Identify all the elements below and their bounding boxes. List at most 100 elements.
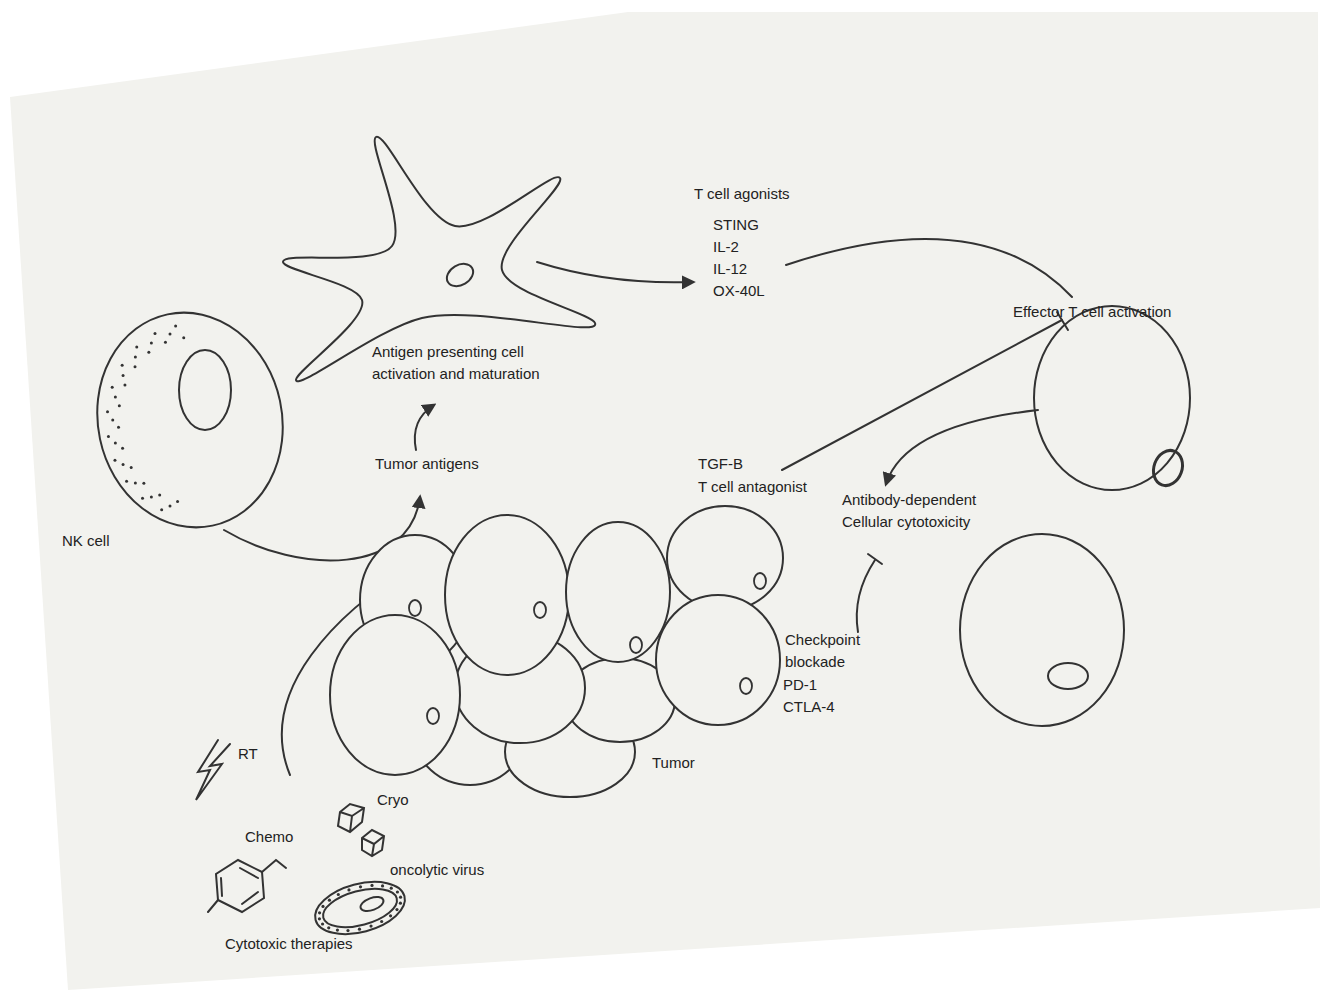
annotation-label: Effector T cell activation — [1013, 301, 1171, 323]
annotation-label: PD-1 — [783, 674, 817, 696]
granule — [107, 435, 110, 438]
virus-dot — [318, 917, 321, 920]
granule — [158, 493, 161, 496]
nk-nucleus — [179, 350, 231, 430]
granule — [135, 345, 138, 348]
annotation-label: Tumor antigens — [375, 453, 479, 475]
chemo-bonds — [208, 860, 286, 912]
granule — [160, 508, 163, 511]
oncolytic-virus — [319, 882, 401, 935]
granule — [114, 395, 117, 398]
granule — [154, 332, 157, 335]
t-cell-nucleus — [1048, 663, 1088, 689]
t-cell-nucleus — [1149, 446, 1188, 489]
ice-cube — [338, 804, 364, 832]
tumor-cell — [330, 615, 460, 775]
node-label: Antigen presenting cell activation and m… — [372, 341, 587, 385]
granule — [134, 356, 137, 359]
granule — [164, 341, 167, 344]
granule — [121, 364, 124, 367]
virus-dot — [370, 884, 373, 887]
annotation-label: STING — [713, 214, 759, 236]
annotation-label: IL-2 — [713, 236, 739, 258]
apc-node: Antigen presenting cell activation and m… — [280, 130, 610, 390]
granule — [117, 426, 120, 429]
inhibit-line — [782, 320, 1062, 470]
nk-cell — [78, 295, 303, 545]
tumor-cell — [566, 522, 670, 662]
tumor-nucleus — [630, 637, 642, 653]
granule — [150, 341, 153, 344]
nk-cell-node: NK cell — [55, 300, 295, 565]
radiation-symbol — [196, 740, 230, 800]
virus-dot — [328, 899, 331, 902]
granule — [182, 336, 185, 339]
granule — [122, 463, 125, 466]
granule — [141, 497, 144, 500]
inhibit-line — [857, 560, 875, 632]
granule — [174, 325, 177, 328]
annotation-label: Antibody-dependent Cellular cytotoxicity — [842, 489, 1014, 533]
virus-dot — [399, 896, 402, 899]
annotation-label: oncolytic virus — [390, 859, 484, 881]
virus-dot — [318, 911, 321, 914]
tumor-nucleus — [534, 602, 546, 618]
arrow — [537, 262, 693, 282]
annotation-label: T cell antagonist — [698, 476, 807, 498]
granule — [130, 466, 133, 469]
t-cell — [1034, 306, 1190, 490]
virus-dot — [337, 893, 340, 896]
virus-dot — [321, 922, 324, 925]
granule — [176, 500, 179, 503]
chemo-bonds — [221, 868, 258, 904]
annotation-label: OX-40L — [713, 280, 765, 302]
granule — [134, 365, 137, 368]
paper-ground — [10, 12, 1320, 990]
annotation-label: T cell agonists — [694, 183, 790, 205]
annotation-label: Chemo — [245, 826, 293, 848]
oncolytic-virus — [309, 873, 410, 943]
chemo-molecule — [216, 860, 264, 912]
granule — [106, 410, 109, 413]
annotation-label: TGF-B — [698, 453, 743, 475]
node-outline — [55, 300, 295, 565]
tumor-cell — [445, 515, 569, 675]
annotation-label: Checkpoint blockade — [785, 629, 875, 673]
arrow — [415, 405, 434, 450]
granule — [123, 384, 126, 387]
virus-dot — [327, 926, 330, 929]
annotation-label: RT — [238, 743, 258, 765]
virus-dot — [380, 920, 383, 923]
virus-dot — [390, 887, 393, 890]
granule — [134, 481, 137, 484]
granule — [150, 496, 153, 499]
granule — [125, 480, 128, 483]
annotation-label: CTLA-4 — [783, 696, 835, 718]
virus-dot — [359, 885, 362, 888]
tumor-nucleus — [754, 573, 766, 589]
annotation-label: Cryo — [377, 789, 409, 811]
tumor-nucleus — [409, 600, 421, 616]
line — [786, 239, 1072, 297]
tumor-nucleus — [740, 678, 752, 694]
granule — [111, 386, 114, 389]
virus-dots — [318, 884, 402, 932]
tumor-cell — [656, 595, 780, 725]
virus-dot — [336, 928, 339, 931]
granule — [168, 505, 171, 508]
inhibit-bar — [868, 554, 882, 564]
virus-dot — [389, 914, 392, 917]
virus-core — [359, 894, 386, 913]
virus-dot — [321, 905, 324, 908]
granule — [122, 374, 125, 377]
virus-dot — [399, 902, 402, 905]
arrow — [886, 410, 1038, 484]
tumor-nucleus — [427, 708, 439, 724]
granule — [168, 332, 171, 335]
annotation-label: Cytotoxic therapies — [225, 933, 353, 955]
virus-dot — [395, 908, 398, 911]
node-outline — [325, 475, 795, 795]
ice-cube — [362, 830, 384, 856]
virus-dot — [396, 890, 399, 893]
